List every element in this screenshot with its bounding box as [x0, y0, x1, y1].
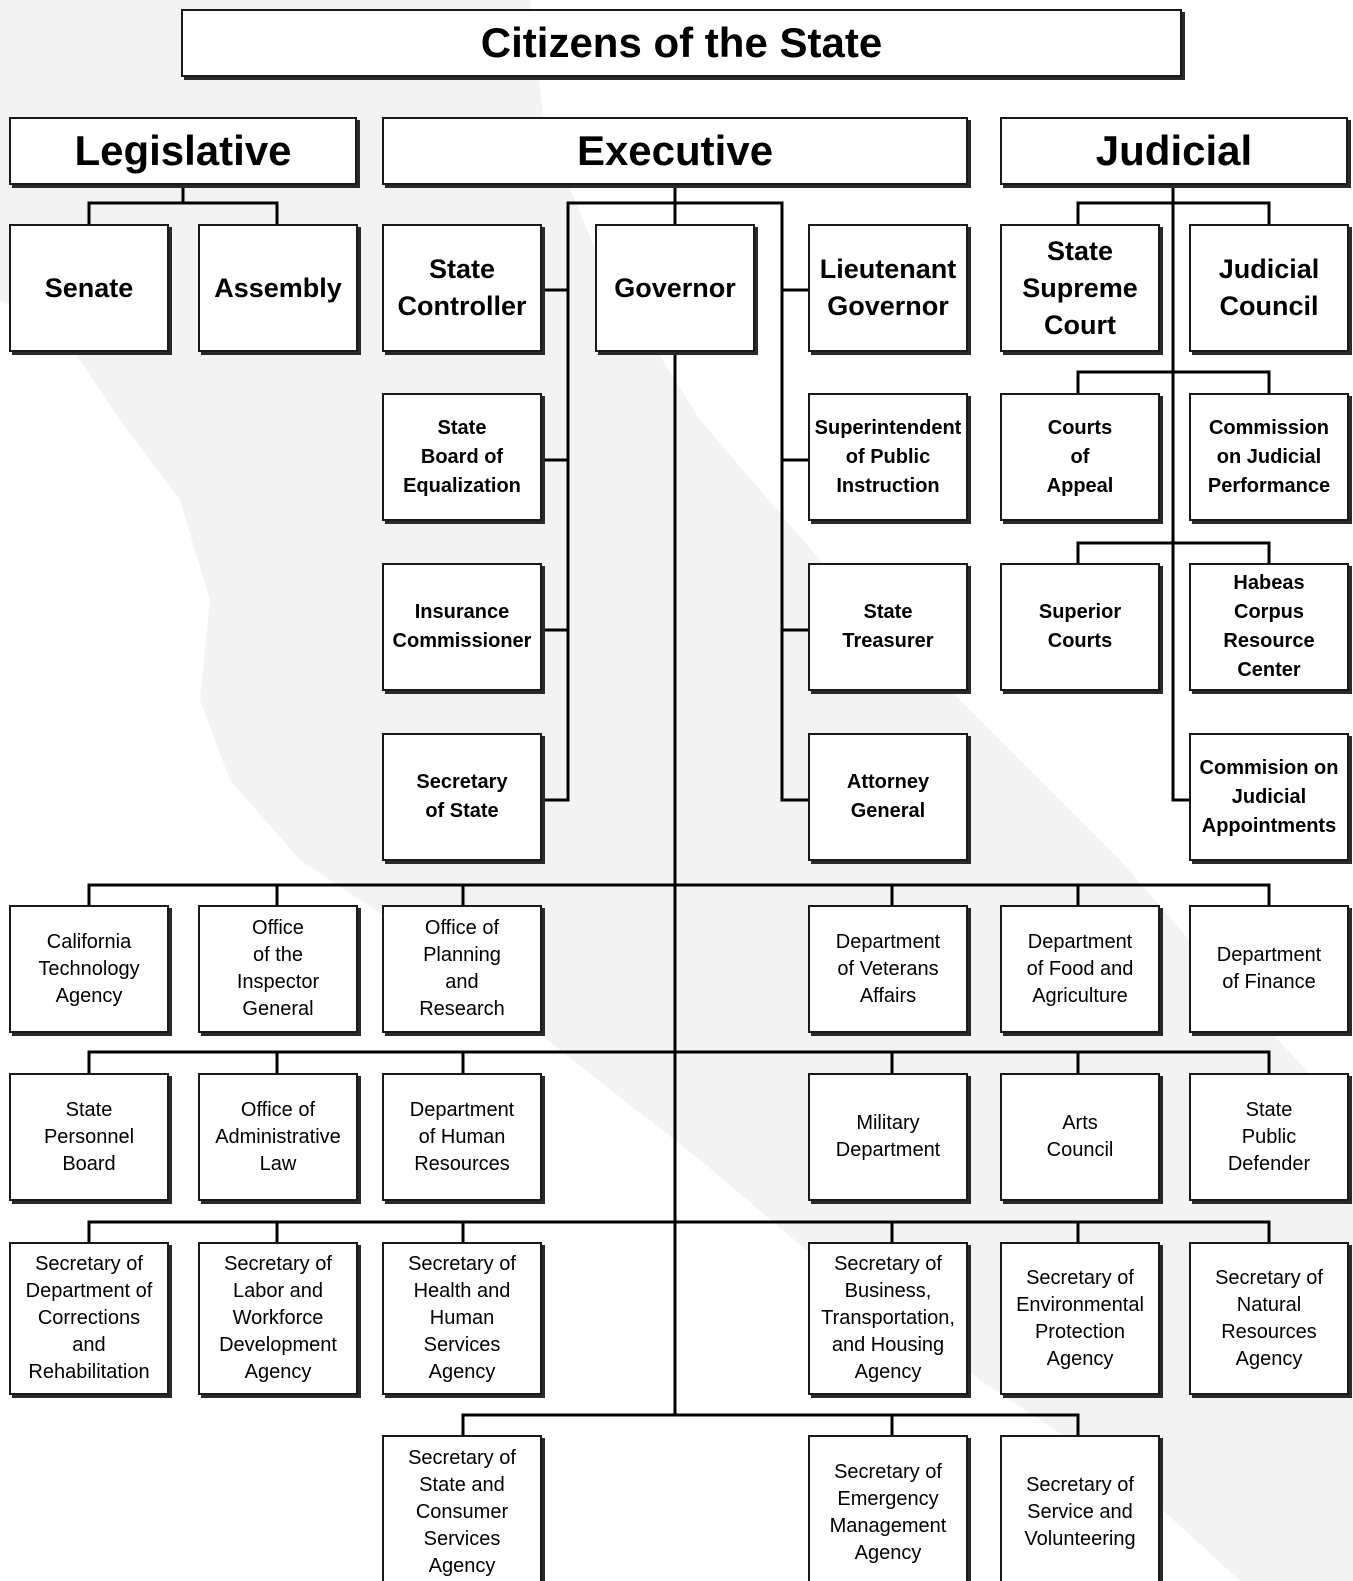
state-treasurer: State Treasurer [808, 563, 968, 691]
secretary-service-volunteering: Secretary of Service and Volunteering [1000, 1435, 1160, 1581]
office-of-administrative-law: Office of Administrative Law [198, 1073, 358, 1201]
secretary-health-human-services: Secretary of Health and Human Services A… [382, 1242, 542, 1395]
military-department: Military Department [808, 1073, 968, 1201]
secretary-of-state: Secretary of State [382, 733, 542, 861]
commission-on-judicial-performance: Commission on Judicial Performance [1189, 393, 1349, 521]
judicial-branch: Judicial [1000, 117, 1348, 185]
state-personnel-board: State Personnel Board [9, 1073, 169, 1201]
insurance-commissioner: Insurance Commissioner [382, 563, 542, 691]
secretary-environmental-protection: Secretary of Environmental Protection Ag… [1000, 1242, 1160, 1395]
department-of-human-resources: Department of Human Resources [382, 1073, 542, 1201]
arts-council: Arts Council [1000, 1073, 1160, 1201]
state-board-of-equalization: State Board of Equalization [382, 393, 542, 521]
lieutenant-governor: Lieutenant Governor [808, 224, 968, 352]
secretary-business-transportation-housing: Secretary of Business, Transportation, a… [808, 1242, 968, 1395]
department-of-finance: Department of Finance [1189, 905, 1349, 1033]
assembly: Assembly [198, 224, 358, 352]
judicial-council: Judicial Council [1189, 224, 1349, 352]
governor: Governor [595, 224, 755, 352]
executive-branch: Executive [382, 117, 968, 185]
courts-of-appeal: Courts of Appeal [1000, 393, 1160, 521]
commission-on-judicial-appointments: Commision on Judicial Appointments [1189, 733, 1349, 861]
habeas-corpus-resource-center: Habeas Corpus Resource Center [1189, 563, 1349, 691]
secretary-state-consumer-services: Secretary of State and Consumer Services… [382, 1435, 542, 1581]
department-of-veterans-affairs: Department of Veterans Affairs [808, 905, 968, 1033]
department-of-food-and-agriculture: Department of Food and Agriculture [1000, 905, 1160, 1033]
citizens-of-the-state: Citizens of the State [181, 9, 1182, 77]
secretary-emergency-management: Secretary of Emergency Management Agency [808, 1435, 968, 1581]
superior-courts: Superior Courts [1000, 563, 1160, 691]
office-of-planning-and-research: Office of Planning and Research [382, 905, 542, 1033]
legislative-branch: Legislative [9, 117, 357, 185]
state-public-defender: State Public Defender [1189, 1073, 1349, 1201]
secretary-corrections-rehabilitation: Secretary of Department of Corrections a… [9, 1242, 169, 1395]
superintendent-of-public-instruction: Superintendent of Public Instruction [808, 393, 968, 521]
secretary-labor-workforce: Secretary of Labor and Workforce Develop… [198, 1242, 358, 1395]
senate: Senate [9, 224, 169, 352]
state-controller: State Controller [382, 224, 542, 352]
california-technology-agency: California Technology Agency [9, 905, 169, 1033]
state-supreme-court: State Supreme Court [1000, 224, 1160, 352]
secretary-natural-resources: Secretary of Natural Resources Agency [1189, 1242, 1349, 1395]
attorney-general: Attorney General [808, 733, 968, 861]
office-of-the-inspector-general: Office of the Inspector General [198, 905, 358, 1033]
